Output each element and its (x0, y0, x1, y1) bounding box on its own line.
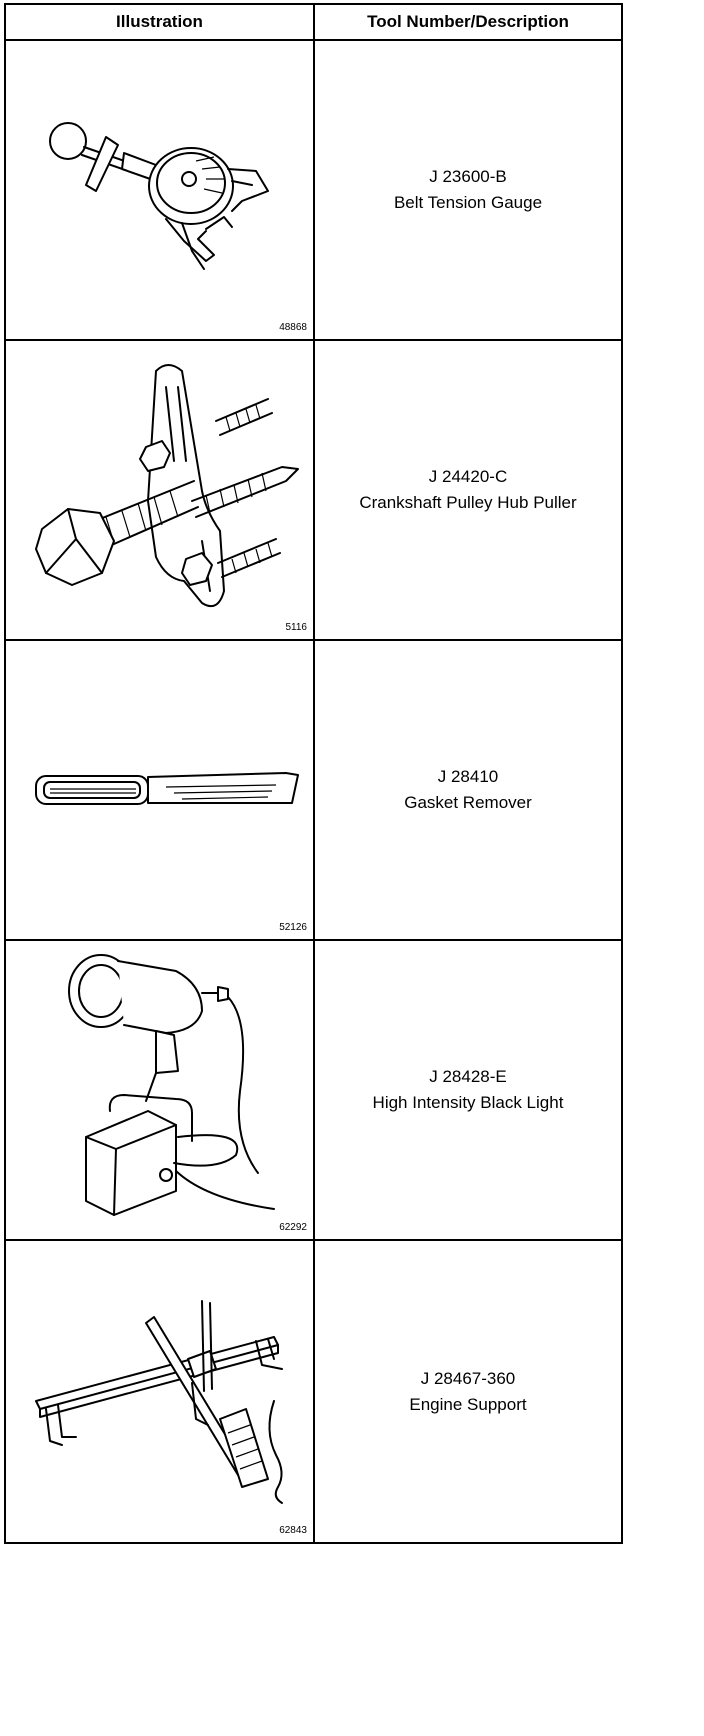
description-cell: J 23600-B Belt Tension Gauge (315, 41, 621, 339)
description-cell: J 24420-C Crankshaft Pulley Hub Puller (315, 341, 621, 639)
tool-number: J 28467-360 (420, 1368, 516, 1388)
figure-number: 62843 (279, 1525, 307, 1536)
black-light-icon (68, 954, 275, 1216)
tool-name: Crankshaft Pulley Hub Puller (359, 493, 577, 512)
header-description: Tool Number/Description (367, 12, 569, 31)
tool-name: High Intensity Black Light (372, 1093, 564, 1112)
tool-name: Engine Support (409, 1394, 527, 1414)
table-row: 52126 J 28410 Gasket Remover (6, 641, 621, 941)
tool-name: Belt Tension Gauge (393, 193, 543, 212)
tool-number: J 23600-B (429, 167, 507, 186)
description-cell: J 28467-360 Engine Support (315, 1241, 621, 1542)
figure-number: 52126 (279, 922, 307, 933)
figure-number: 62292 (279, 1222, 307, 1233)
tool-number: J 24420-C (428, 467, 508, 486)
gasket-remover-icon (35, 772, 299, 805)
illustration-cell: 5116 (6, 341, 315, 639)
tool-table: Illustration Tool Number/Description 488… (4, 3, 623, 1544)
tool-number: J 28428-E (429, 1067, 507, 1086)
header-illustration: Illustration (6, 5, 315, 39)
illustration-cell: 62292 (6, 941, 315, 1239)
table-row: 48868 J 23600-B Belt Tension Gauge (6, 41, 621, 341)
illustration-cell: 62843 (6, 1241, 315, 1542)
figure-number: 5116 (285, 622, 307, 633)
engine-support-icon (35, 1300, 283, 1504)
hub-puller-icon (35, 364, 299, 607)
illustration-cell: 52126 (6, 641, 315, 939)
description-cell: J 28410 Gasket Remover (315, 641, 621, 939)
description-cell: J 28428-E High Intensity Black Light (315, 941, 621, 1239)
table-row: 5116 J 24420-C Crankshaft Pulley Hub Pul… (6, 341, 621, 641)
illustration-cell: 48868 (6, 41, 315, 339)
table-row: 62843 J 28467-360 Engine Support (6, 1241, 621, 1542)
belt-tension-gauge-icon (49, 122, 269, 270)
table-header: Illustration Tool Number/Description (6, 5, 621, 41)
figure-number: 48868 (279, 322, 307, 333)
tool-name: Gasket Remover (404, 793, 532, 812)
table-row: 62292 J 28428-E High Intensity Black Lig… (6, 941, 621, 1241)
tool-number: J 28410 (437, 767, 499, 786)
